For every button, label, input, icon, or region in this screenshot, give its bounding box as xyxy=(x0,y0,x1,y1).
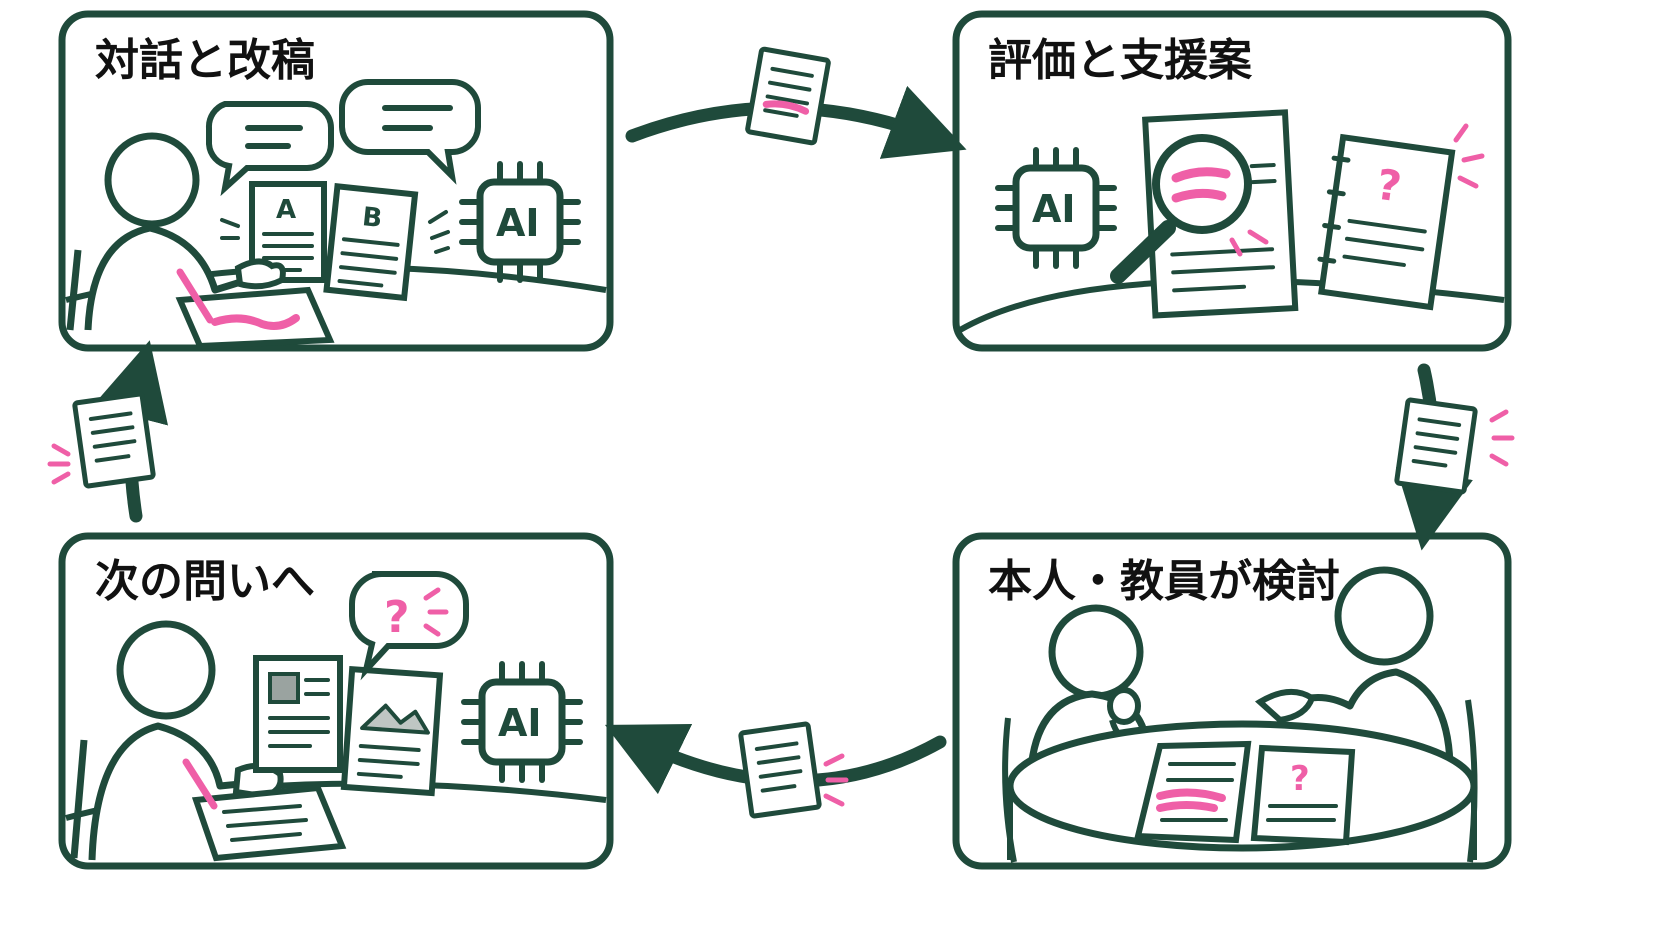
question-mark: ? xyxy=(384,592,410,643)
document-icon: ? xyxy=(1250,744,1356,846)
panel-review-by-student-teacher: 本人・教員が検討 ? xyxy=(952,532,1512,870)
ai-chip-icon: AI xyxy=(464,664,580,780)
panel-evaluation-support: 評価と支援案 AI ? xyxy=(952,10,1512,352)
question-mark: ? xyxy=(1290,759,1310,799)
document-icon xyxy=(740,724,819,817)
document-icon xyxy=(747,49,829,144)
document-icon xyxy=(1396,400,1475,493)
magnifier-icon xyxy=(1110,134,1252,284)
panel-title: 評価と支援案 xyxy=(988,35,1253,86)
panel-title: 本人・教員が検討 xyxy=(988,556,1340,607)
document-icon xyxy=(253,655,343,773)
doc-b-label: B xyxy=(361,202,384,234)
panel-title: 次の問いへ xyxy=(95,556,315,607)
document-icon xyxy=(175,268,335,350)
document-icon xyxy=(182,758,347,862)
doc-a-label: A xyxy=(276,195,296,225)
panel-dialogue-revision: 対話と改稿 A xyxy=(58,10,614,352)
panel-next-question: 次の問いへ xyxy=(58,532,614,870)
document-icon: A xyxy=(249,181,327,283)
panel-title: 対話と改稿 xyxy=(95,35,315,86)
person-icon xyxy=(66,132,262,331)
document-icon xyxy=(1134,740,1252,844)
speech-bubble-icon: ? xyxy=(349,571,469,681)
speech-bubble-icon xyxy=(339,79,481,185)
ai-chip-icon: AI xyxy=(998,150,1114,266)
document-icon xyxy=(340,666,444,797)
ai-chip-icon: AI xyxy=(462,164,578,280)
person-icon xyxy=(70,620,284,861)
document-icon: B xyxy=(323,183,419,302)
speech-bubble-icon xyxy=(205,101,334,197)
ai-chip-label: AI xyxy=(498,701,542,745)
document-icon: ? xyxy=(1317,133,1456,311)
ai-chip-label: AI xyxy=(1032,187,1076,231)
document-icon xyxy=(74,394,153,487)
ai-chip-label: AI xyxy=(496,201,540,245)
